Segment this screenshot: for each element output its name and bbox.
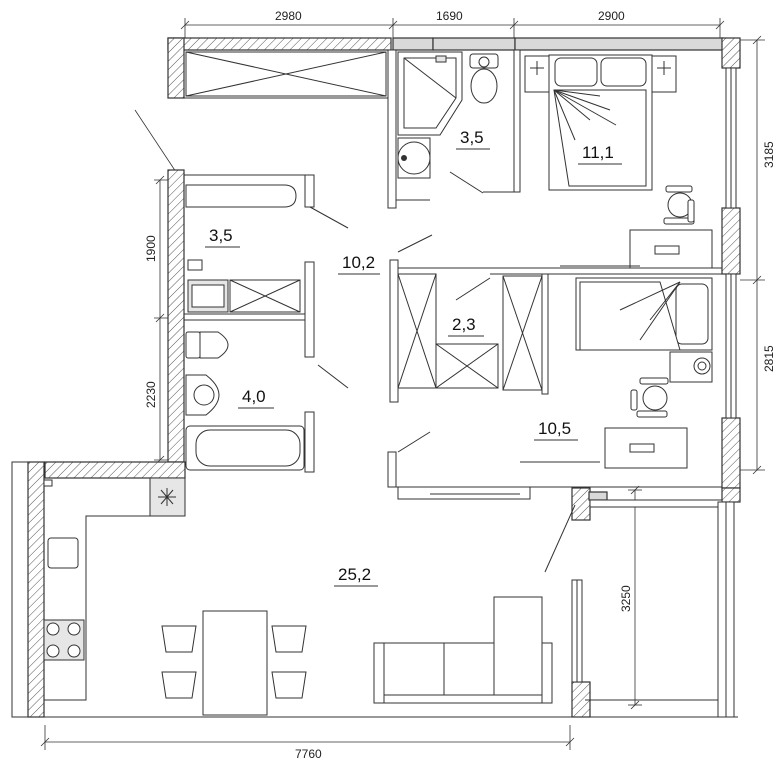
closet: [397, 273, 543, 391]
room-labels: 3,5 11,1 3,5 10,2 2,3 4,0 10,5 25,2: [205, 128, 622, 587]
dim-left-lower: 2230: [144, 381, 158, 408]
dining-set: [161, 610, 307, 716]
sofa: [373, 596, 553, 704]
dim-right-lower: 2815: [762, 345, 776, 372]
kitchen-furniture: [43, 477, 186, 701]
area-wc-top: 3,5: [460, 128, 484, 147]
dim-right-upper: 3185: [762, 141, 776, 168]
dim-top-left: 2980: [275, 9, 302, 23]
bedroom-furniture: [524, 54, 713, 269]
partitions: [183, 49, 722, 500]
area-hall: 10,2: [342, 253, 375, 272]
dimension-lines: [40, 18, 765, 750]
dim-loggia: 3250: [619, 585, 633, 612]
dim-left-upper: 1900: [144, 235, 158, 262]
door-swings: [309, 171, 576, 573]
left-bathroom: [185, 184, 301, 313]
kids-room-furniture: [520, 277, 713, 469]
area-kids-room: 10,5: [538, 419, 571, 438]
area-living-kitchen: 25,2: [338, 565, 371, 584]
dim-top-right: 2900: [598, 9, 625, 23]
dim-bottom: 7760: [295, 747, 322, 761]
left-wc: [185, 331, 305, 471]
area-wc-left: 4,0: [242, 387, 266, 406]
area-bathroom-left: 3,5: [209, 226, 233, 245]
dim-top-middle: 1690: [436, 9, 463, 23]
top-bathroom: [397, 51, 499, 179]
area-closet: 2,3: [452, 315, 476, 334]
wardrobe-top: [185, 51, 387, 97]
area-bedroom: 11,1: [582, 143, 614, 162]
windows: [571, 67, 738, 718]
